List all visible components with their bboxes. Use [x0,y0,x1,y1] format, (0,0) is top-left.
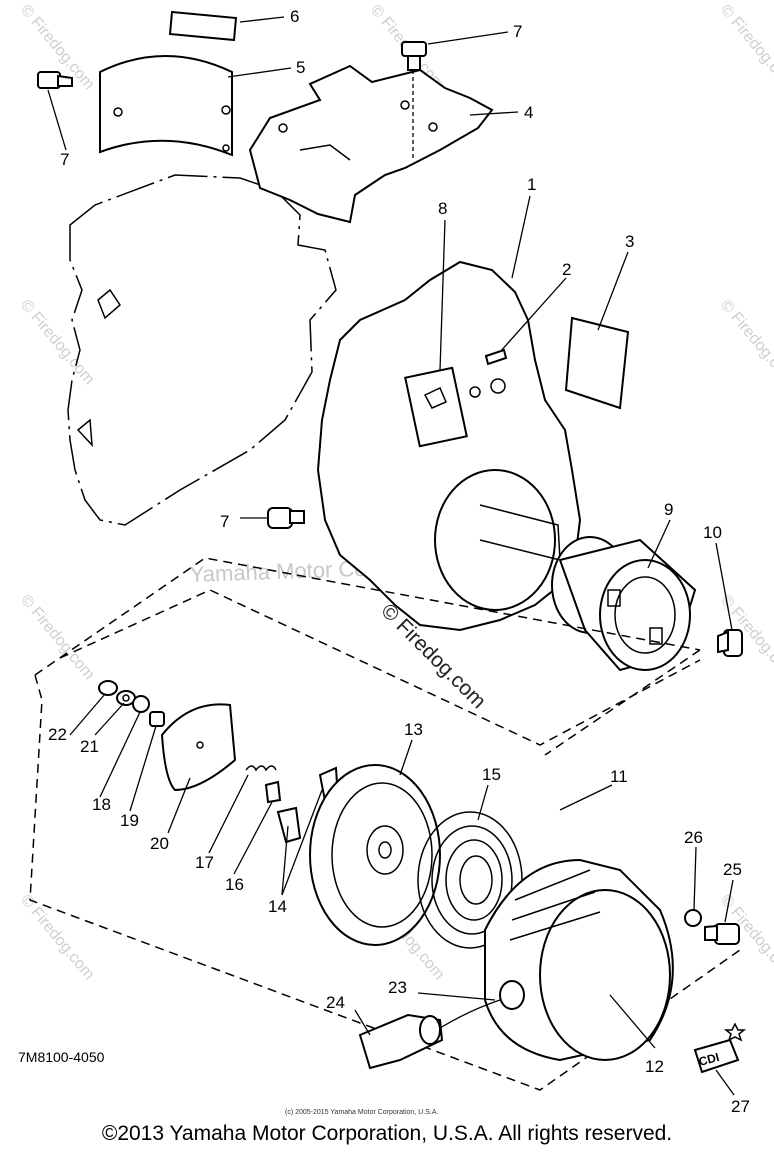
watermark-firedog-4: © Firedog.com [17,297,98,388]
part-7-bolt-left [37,71,73,89]
callout-20: 20 [150,834,169,853]
part-3-label [564,316,630,410]
part-9-pulley [551,536,697,672]
part-14-pawl-lower [276,806,302,844]
part-7-bolt-top [401,41,427,160]
diagram-code: 7M8100-4050 [18,1049,105,1065]
small-copyright: (c) 2005-2015 Yamaha Motor Corporation, … [285,1109,438,1116]
part-25-bolt [704,923,740,945]
callout-21: 21 [80,737,99,756]
callout-22: 22 [48,725,67,744]
assembly-box-inner [59,589,701,746]
part-2-small-label [484,348,508,366]
callout-27: 27 [731,1097,750,1116]
watermark-firedog-6: © Firedog.com [717,297,774,388]
part-23-rope [439,999,501,1029]
part-7-bolt-middle [267,507,305,529]
callout-7-middle: 7 [220,512,229,531]
leader-lines [47,16,735,1096]
engine-outline [67,174,337,526]
part-20-plate [160,703,237,792]
callout-10: 10 [703,523,722,542]
part-4-hole-2 [428,122,438,132]
callout-16: 16 [225,875,244,894]
callout-7-left: 7 [60,150,69,169]
part-5-plate [99,55,233,157]
watermark-firedog-9: © Firedog.com [17,892,98,983]
callout-12: 12 [645,1057,664,1076]
part-4-edge [299,144,351,161]
callout-2: 2 [562,260,571,279]
callout-3: 3 [625,232,634,251]
part-4-hole-1 [278,123,288,133]
watermark-firedog-7: © Firedog.com [17,592,98,683]
part-17-spring [245,765,277,772]
part-22-nut [98,680,118,696]
callout-labels: 6 5 7 4 7 8 1 2 3 7 9 10 11 13 15 22 21 … [48,7,750,1116]
callout-23: 23 [388,978,407,997]
part-4-bracket [248,64,494,224]
part-1-opening [434,469,556,611]
watermark-firedog-3: © Firedog.com [717,2,774,93]
callout-19: 19 [120,811,139,830]
callout-24: 24 [326,993,345,1012]
cdi-badge-text: CDI [697,1050,721,1069]
callout-1: 1 [527,175,536,194]
part-21-washer [116,690,136,706]
part-13-reel [309,764,441,946]
callout-7-top: 7 [513,22,522,41]
callout-18: 18 [92,795,111,814]
part-8-graphic [423,386,447,409]
part-6-label [168,10,238,42]
callout-13: 13 [404,720,423,739]
callout-4: 4 [524,103,533,122]
footer-copyright: ©2013 Yamaha Motor Corporation, U.S.A. A… [101,1122,673,1145]
part-18-washer [132,695,150,713]
part-5-hole-3 [222,144,230,152]
assembly-box-outer [29,557,741,1091]
part-1-hole-2 [469,386,481,398]
part-27-cdi-badge: CDI [693,1022,747,1074]
part-19-spacer [149,711,165,727]
callout-25: 25 [723,860,742,879]
callout-5: 5 [296,58,305,77]
part-16-pin [264,780,282,804]
callout-26: 26 [684,828,703,847]
part-24-handle [358,1013,444,1070]
part-12-starter-cover [484,858,674,1062]
part-5-hole-1 [113,107,123,117]
part-26-washer [684,909,702,927]
callout-6: 6 [290,7,299,26]
callout-8: 8 [438,199,447,218]
callout-14: 14 [268,897,287,916]
part-5-hole-2 [221,105,231,115]
callout-9: 9 [664,500,673,519]
part-1-hole-1 [490,378,506,394]
part-4-hole-3 [400,100,410,110]
part-1-inner-rib [479,504,561,561]
part-10-bolt [717,629,743,657]
callout-17: 17 [195,853,214,872]
callout-15: 15 [482,765,501,784]
callout-11: 11 [610,767,628,786]
